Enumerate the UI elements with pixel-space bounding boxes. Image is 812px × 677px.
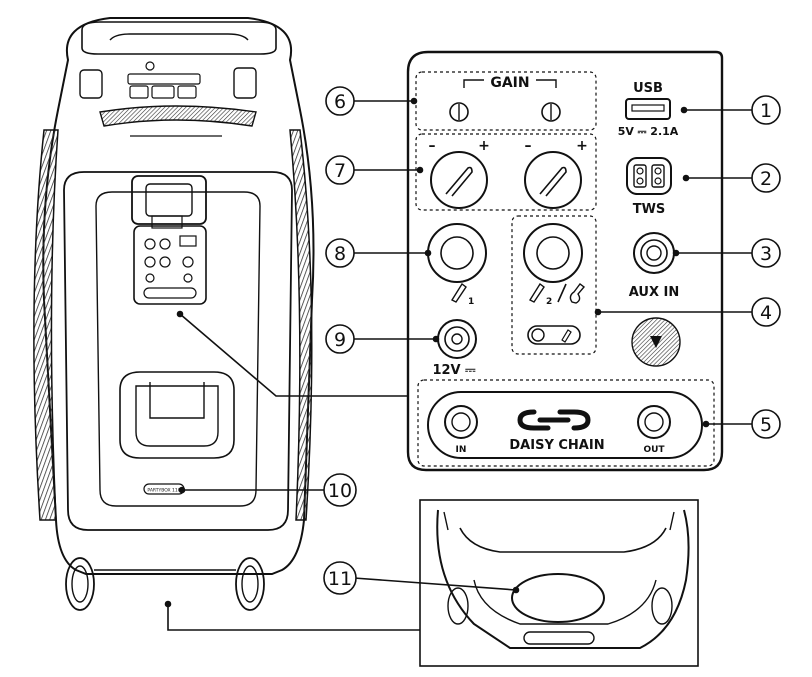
usb-port[interactable] bbox=[625, 98, 671, 120]
mic-1-icon bbox=[450, 282, 467, 303]
svg-text:11: 11 bbox=[328, 568, 352, 590]
partybox-badge-text: PARTYBOX 110 bbox=[147, 488, 180, 494]
front-panel bbox=[63, 171, 293, 531]
gain-knob-1[interactable] bbox=[449, 102, 469, 122]
callout-3: 3 bbox=[751, 238, 781, 268]
mic-1-jack[interactable] bbox=[427, 223, 487, 283]
top-vent bbox=[99, 105, 257, 127]
volume-knob-1[interactable] bbox=[430, 151, 488, 209]
mic-1-number: 1 bbox=[468, 297, 474, 307]
callout-8: 8 bbox=[325, 238, 355, 268]
left-wheel bbox=[65, 557, 95, 611]
svg-text:2: 2 bbox=[760, 168, 772, 190]
leader-lines bbox=[164, 97, 752, 631]
port-cover[interactable] bbox=[131, 175, 207, 225]
front-handle-recess bbox=[119, 371, 235, 459]
port-panel-small bbox=[133, 225, 207, 305]
bottom-foot-pad bbox=[511, 573, 605, 623]
callout-6: 6 bbox=[325, 86, 355, 116]
dc-12v-label: 12V ⎓ bbox=[432, 363, 476, 378]
play-button[interactable] bbox=[151, 85, 175, 99]
gain-knob-2[interactable] bbox=[541, 102, 561, 122]
daisy-in-jack[interactable] bbox=[444, 405, 478, 439]
gain-label: GAIN bbox=[490, 75, 529, 91]
mic-2-icon bbox=[528, 282, 545, 303]
daisy-out-jack[interactable] bbox=[637, 405, 671, 439]
svg-text:6: 6 bbox=[334, 91, 346, 113]
aux-in-jack[interactable] bbox=[633, 232, 675, 274]
daisy-chain-section bbox=[417, 379, 715, 467]
left-side-grille bbox=[33, 129, 59, 521]
svg-text:4: 4 bbox=[760, 302, 772, 324]
right-side-grille bbox=[289, 129, 313, 521]
knob-2-minus: – bbox=[525, 138, 532, 154]
mic-guitar-switch[interactable] bbox=[527, 325, 581, 345]
svg-text:1: 1 bbox=[760, 100, 772, 122]
volume-section bbox=[415, 133, 597, 211]
prev-button[interactable] bbox=[129, 85, 149, 99]
svg-text:10: 10 bbox=[328, 480, 352, 502]
next-button[interactable] bbox=[177, 85, 197, 99]
connector-panel-outline bbox=[406, 50, 724, 472]
mic2-guitar-section bbox=[511, 215, 597, 355]
daisy-chain-label: DAISY CHAIN bbox=[509, 438, 604, 453]
speaker-body: PARTYBOX 110 bbox=[33, 17, 315, 611]
bottom-view-inset bbox=[419, 499, 699, 667]
bottom-view-frame bbox=[419, 499, 699, 667]
usb-label: USB bbox=[633, 81, 663, 96]
top-handle bbox=[81, 21, 277, 55]
svg-text:9: 9 bbox=[334, 329, 346, 351]
callout-1: 1 bbox=[751, 95, 781, 125]
right-wheel bbox=[235, 557, 265, 611]
bluetooth-button[interactable] bbox=[79, 69, 103, 99]
callout-9: 9 bbox=[325, 324, 355, 354]
callout-11: 11 bbox=[323, 561, 357, 595]
tws-button[interactable] bbox=[626, 157, 672, 195]
daisy-out-label: OUT bbox=[643, 445, 665, 455]
chain-link-icon bbox=[517, 409, 551, 431]
usb-rating: 5V ⎓ 2.1A bbox=[618, 125, 679, 138]
tws-label: TWS bbox=[633, 202, 666, 217]
speaker-base-outline bbox=[436, 509, 690, 649]
aux-in-label: AUX IN bbox=[629, 285, 679, 300]
volume-knob-2[interactable] bbox=[524, 151, 582, 209]
callout-4: 4 bbox=[751, 297, 781, 327]
callout-2: 2 bbox=[751, 163, 781, 193]
light-button[interactable] bbox=[233, 67, 257, 99]
connector-panel: GAIN USB 5V ⎓ 2.1A – + – + TWS 1 bbox=[406, 50, 724, 472]
svg-text:5: 5 bbox=[760, 414, 772, 436]
knob-2-plus: + bbox=[576, 138, 588, 154]
daisy-chain-panel bbox=[427, 391, 703, 459]
svg-text:8: 8 bbox=[334, 243, 346, 265]
callout-5: 5 bbox=[751, 409, 781, 439]
mic-2-number: 2 bbox=[546, 297, 552, 307]
mic-2-guitar-jack[interactable] bbox=[523, 223, 583, 283]
svg-text:3: 3 bbox=[760, 243, 772, 265]
callouts: 1 2 3 4 5 6 7 8 9 10 11 bbox=[323, 86, 781, 595]
callout-7: 7 bbox=[325, 155, 355, 185]
mode-buttons[interactable] bbox=[127, 73, 201, 85]
knob-1-minus: – bbox=[429, 138, 436, 154]
callout-10: 10 bbox=[323, 473, 357, 507]
daisy-in-label: IN bbox=[456, 445, 467, 455]
dc-12v-jack[interactable] bbox=[437, 319, 477, 359]
knob-1-plus: + bbox=[478, 138, 490, 154]
guitar-icon bbox=[569, 283, 586, 304]
svg-text:7: 7 bbox=[334, 160, 346, 182]
